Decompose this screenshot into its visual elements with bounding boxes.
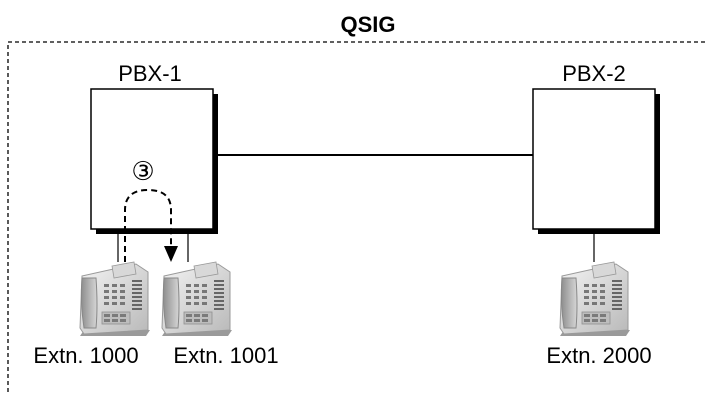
pbx-1-box [90,88,214,230]
transfer-arrow [124,188,172,262]
pbx-2-label: PBX-2 [562,61,626,86]
qsig-boundary [7,41,706,392]
desk-phone-icon [559,261,631,337]
transfer-arrow-head [164,246,178,262]
extn-1001-label: Extn. 1001 [173,343,278,368]
desk-phone-icon [161,261,233,337]
extn-1000-label: Extn. 1000 [33,343,138,368]
step-3-marker: ③ [131,157,154,187]
pbx-1-label: PBX-1 [118,61,182,86]
extn-2000-label: Extn. 2000 [546,343,651,368]
network-title: QSIG [340,12,395,37]
desk-phone-icon [79,261,151,337]
pbx-2-box [532,88,656,230]
